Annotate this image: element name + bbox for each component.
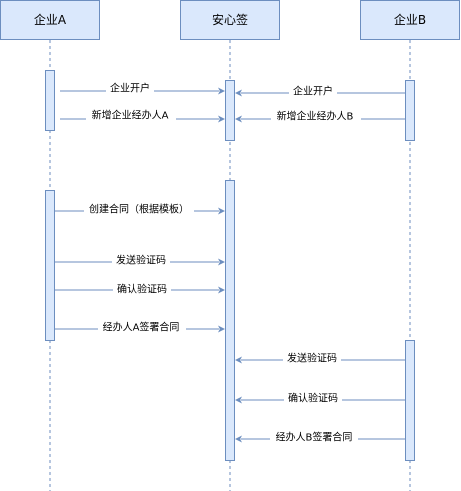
activation-company-b-2	[405, 340, 415, 461]
message-b-add-agent: 新增企业经办人B	[235, 110, 405, 124]
participant-company-a[interactable]: 企业A	[0, 0, 100, 40]
message-b-send-code-label: 发送验证码	[287, 352, 337, 365]
message-a-add-agent: 新增企业经办人A	[60, 109, 225, 123]
message-a-create-contract-label: 创建合同（根据模板）	[89, 203, 189, 216]
message-a-add-agent-label: 新增企业经办人A	[92, 109, 169, 122]
message-a-sign-contract: 经办人A签署合同	[55, 321, 225, 335]
activation-anxinsign-2	[225, 180, 235, 461]
message-b-sign-contract: 经办人B签署合同	[235, 431, 405, 445]
message-a-open-account-label: 企业开户	[110, 82, 150, 95]
message-a-send-code-label: 发送验证码	[116, 254, 166, 267]
message-b-confirm-code: 确认验证码	[235, 392, 405, 406]
message-a-send-code: 发送验证码	[55, 254, 225, 268]
message-b-sign-contract-label: 经办人B签署合同	[276, 431, 353, 444]
activation-anxinsign-1	[225, 80, 235, 141]
message-a-confirm-code-label: 确认验证码	[117, 283, 167, 296]
message-b-send-code: 发送验证码	[235, 352, 405, 366]
message-b-open-account: 企业开户	[235, 85, 405, 99]
activation-company-b-1	[405, 80, 415, 141]
message-b-open-account-label: 企业开户	[293, 85, 333, 98]
message-a-confirm-code: 确认验证码	[55, 283, 225, 297]
message-a-sign-contract-label: 经办人A签署合同	[103, 321, 180, 334]
message-a-create-contract: 创建合同（根据模板）	[55, 203, 225, 218]
message-a-open-account: 企业开户	[60, 82, 225, 96]
participant-anxinsign-label: 安心签	[212, 12, 248, 27]
message-b-add-agent-label: 新增企业经办人B	[277, 110, 354, 123]
activation-company-a-1	[45, 70, 55, 131]
activation-company-a-2	[45, 190, 55, 341]
message-b-confirm-code-label: 确认验证码	[288, 392, 338, 405]
participant-anxinsign[interactable]: 安心签	[180, 0, 280, 40]
participant-company-a-label: 企业A	[34, 12, 67, 27]
participant-company-b-label: 企业B	[394, 12, 426, 27]
participant-company-b[interactable]: 企业B	[360, 0, 460, 40]
